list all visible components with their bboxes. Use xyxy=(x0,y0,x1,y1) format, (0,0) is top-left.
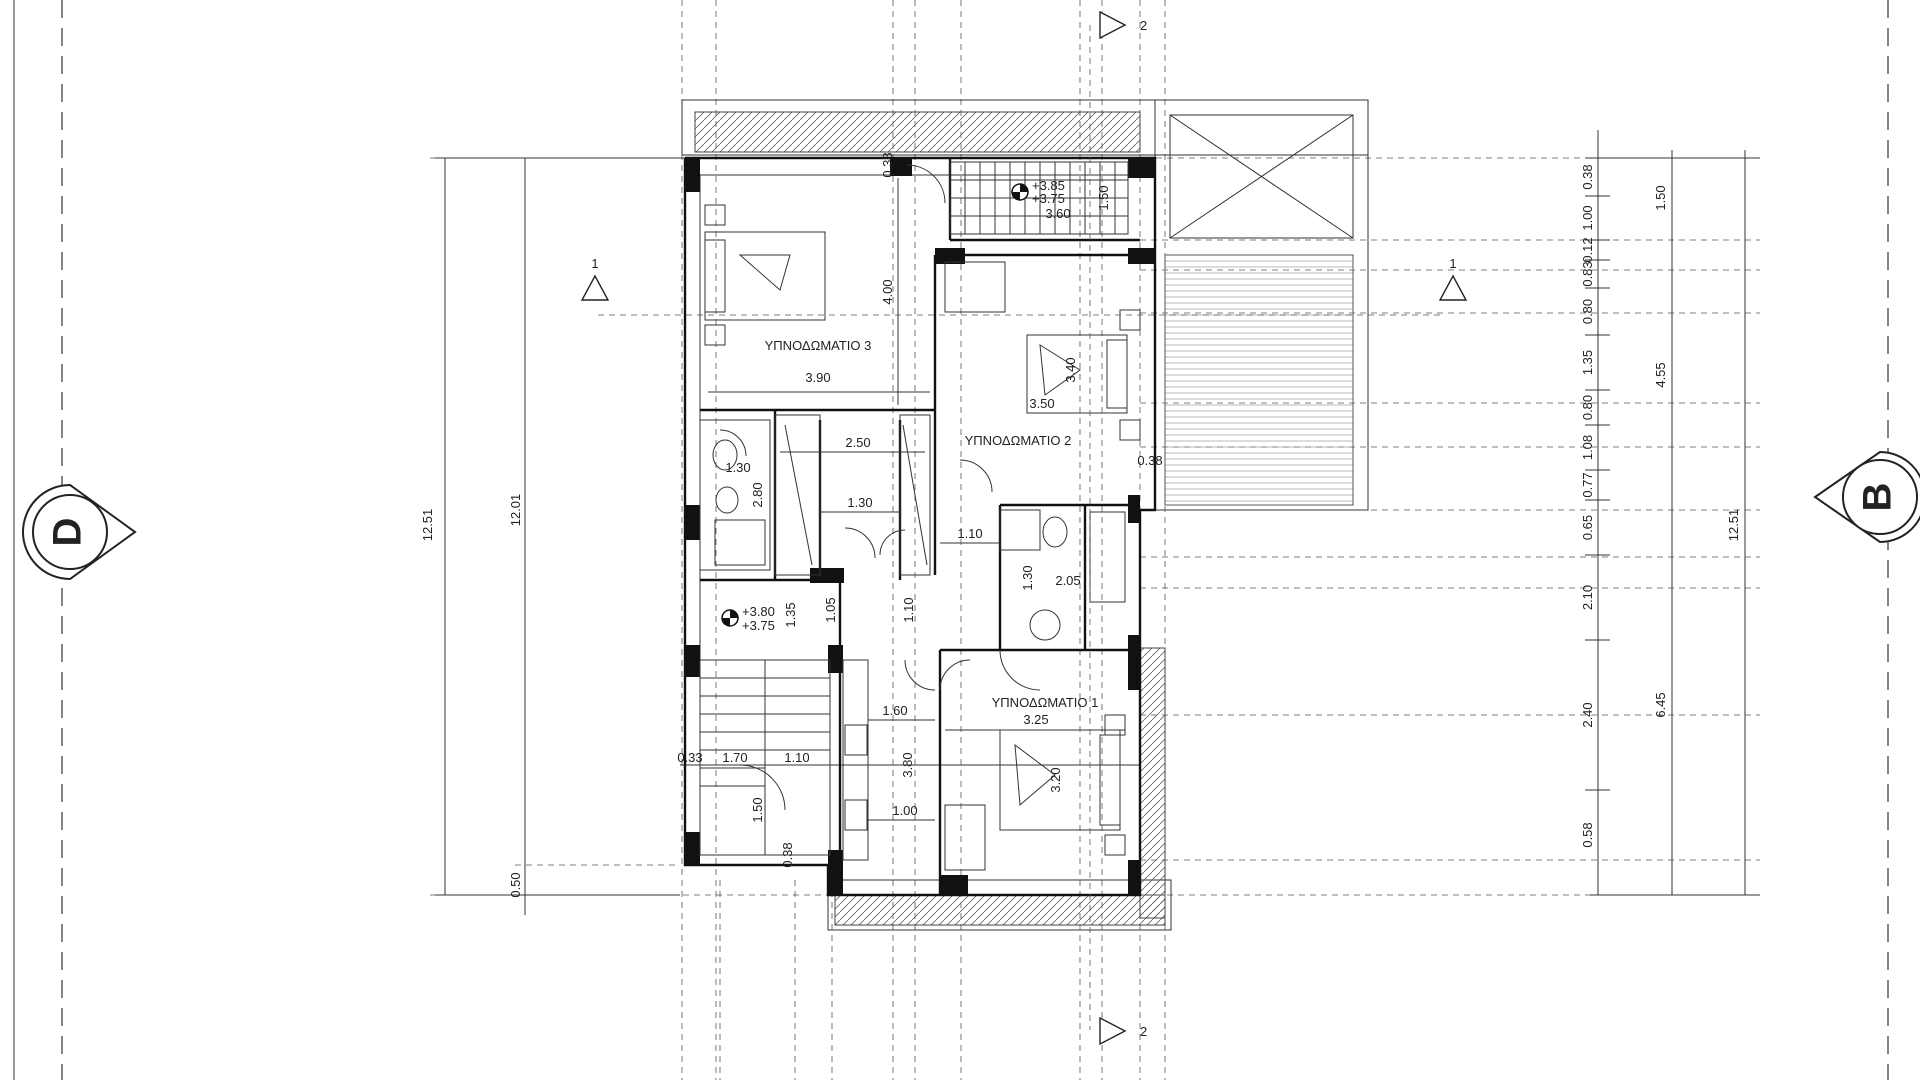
right-chain-dim-0: 0.38 xyxy=(1580,164,1595,189)
dim-bed2-a: 3.50 xyxy=(1029,396,1054,411)
top-stair-grid xyxy=(949,161,1129,235)
right-chain-dim-1: 1.00 xyxy=(1580,205,1595,230)
structural-columns xyxy=(685,158,1155,895)
dim-stair-h: 1.35 xyxy=(783,602,798,627)
dim-group-middle: 4.55 xyxy=(1653,362,1668,387)
left-dimension-lines xyxy=(435,157,700,915)
bed-bedroom-2 xyxy=(1026,309,1141,441)
dim-wc-w: 1.30 xyxy=(725,460,750,475)
bed-bedroom-3 xyxy=(704,204,826,346)
dim-stair-w2: 1.05 xyxy=(823,597,838,622)
desk-bedroom-1 xyxy=(944,804,986,871)
right-chain-dim-8: 0.77 xyxy=(1580,472,1595,497)
bed-bedroom-1 xyxy=(999,714,1126,856)
right-chain-dim-3: 0.83 xyxy=(1580,261,1595,286)
dim-top-height: 1.50 xyxy=(1096,185,1111,210)
dim-kitch-h: 3.80 xyxy=(900,752,915,777)
dim-stair-e: 0.38 xyxy=(780,842,795,867)
dim-hall-mid: 1.30 xyxy=(847,495,872,510)
section-1-label-left: 1 xyxy=(591,256,598,271)
dim-top-width: 3.60 xyxy=(1045,206,1070,221)
room-label-bedroom-1: ΥΠΝΟΔΩΜΑΤΙΟ 1 xyxy=(992,695,1099,710)
level-marker-stair: +3.80 +3.75 xyxy=(721,604,775,633)
x-line-b xyxy=(1169,114,1354,239)
right-bottom-balcony-hatch xyxy=(1139,647,1166,919)
dim-group-bottom: 6.45 xyxy=(1653,692,1668,717)
dim-bottom-left: 0.50 xyxy=(508,872,523,897)
grid-axis-D-bubble: D xyxy=(22,483,137,581)
dim-group-top: 1.50 xyxy=(1653,185,1668,210)
top-balcony-hatch xyxy=(694,111,1141,153)
room-label-bedroom-2: ΥΠΝΟΔΩΜΑΤΙΟ 2 xyxy=(965,433,1072,448)
dim-bed3-width: 3.90 xyxy=(805,370,830,385)
level-a-top: +3.85 xyxy=(1032,178,1065,193)
bottom-balcony-hatch xyxy=(834,894,1166,926)
dim-stair-c: 1.10 xyxy=(784,750,809,765)
dim-kitch-b: 1.00 xyxy=(892,803,917,818)
dim-bed1-h: 3.20 xyxy=(1048,767,1063,792)
level-a-bottom: +3.75 xyxy=(1032,191,1065,206)
dim-inner-left: 12.01 xyxy=(508,494,523,527)
vertical-guide-lines xyxy=(681,0,1166,1080)
right-chain-dim-9: 0.65 xyxy=(1580,515,1595,540)
section-1-marker-left: 1 xyxy=(580,256,610,301)
dim-kitch-w: 1.60 xyxy=(882,703,907,718)
section-1-marker-right: 1 xyxy=(1438,256,1468,301)
dim-stair-d: 1.50 xyxy=(750,797,765,822)
right-chain-dim-2: 0.12 xyxy=(1580,237,1595,262)
section-2-label-top: 2 xyxy=(1140,18,1147,33)
grid-axis-D-label: D xyxy=(46,518,90,547)
wc-fixtures-left xyxy=(699,419,771,571)
section-2-marker-top: 2 xyxy=(1099,10,1147,40)
right-chain-dim-11: 2.40 xyxy=(1580,702,1595,727)
dim-bath-w: 1.10 xyxy=(957,526,982,541)
dim-overall-right: 12.51 xyxy=(1726,509,1741,542)
right-dimension-lines xyxy=(1590,130,1760,896)
dim-stair-b: 1.70 xyxy=(722,750,747,765)
kitchen-strip xyxy=(842,659,869,861)
hall-wardrobes xyxy=(774,414,931,576)
grid-axis-B-bubble: B xyxy=(1813,450,1920,544)
level-b-top: +3.80 xyxy=(742,604,775,619)
dim-stair-a: 0.33 xyxy=(677,750,702,765)
dim-hall-v: 1.10 xyxy=(901,597,916,622)
right-chain-dim-10: 2.10 xyxy=(1580,585,1595,610)
dim-side: 0.38 xyxy=(1137,453,1162,468)
door-swings xyxy=(719,164,1041,691)
dim-bed3-depth: 4.00 xyxy=(880,279,895,304)
desk-bedroom-2 xyxy=(944,261,1006,313)
right-chain-dim-5: 1.35 xyxy=(1580,350,1595,375)
room-label-bedroom-3: ΥΠΝΟΔΩΜΑΤΙΟ 3 xyxy=(765,338,872,353)
section-1-label-right: 1 xyxy=(1449,256,1456,271)
dim-bath-h: 1.30 xyxy=(1020,565,1035,590)
right-dimension-chain: 0.38 1.00 0.120.83 0.80 1.35 0.80 1.08 0.77 0.65… xyxy=(1580,157,1610,848)
dim-wc-h: 2.80 xyxy=(750,482,765,507)
dim-hall-top: 2.50 xyxy=(845,435,870,450)
horizontal-guide-lines xyxy=(430,157,1760,896)
bottom-balcony-outline xyxy=(827,879,1172,931)
dim-bath-d: 2.05 xyxy=(1055,573,1080,588)
level-b-bottom: +3.75 xyxy=(742,618,775,633)
right-chain-dim-4: 0.80 xyxy=(1580,299,1595,324)
right-chain-dim-6: 0.80 xyxy=(1580,395,1595,420)
section-2-label-bottom: 2 xyxy=(1140,1024,1147,1039)
right-chain-dim-7: 1.08 xyxy=(1580,435,1595,460)
right-terrace-x-box xyxy=(1169,114,1354,239)
section-2-marker-bottom: 2 xyxy=(1099,1016,1147,1046)
dim-bed2-b: 3.40 xyxy=(1063,357,1078,382)
dim-bed1-w: 3.25 xyxy=(1023,712,1048,727)
level-marker-top: +3.85 +3.75 xyxy=(1011,178,1065,206)
main-stair xyxy=(699,659,831,856)
bath-fixtures-right xyxy=(999,509,1126,641)
right-terrace-grating xyxy=(1164,254,1354,506)
dim-overall-left: 12.51 xyxy=(420,509,435,542)
dim-top-small: 0.38 xyxy=(880,152,895,177)
grid-axis-B-label: B xyxy=(1856,483,1900,512)
right-chain-dim-12: 0.58 xyxy=(1580,822,1595,847)
